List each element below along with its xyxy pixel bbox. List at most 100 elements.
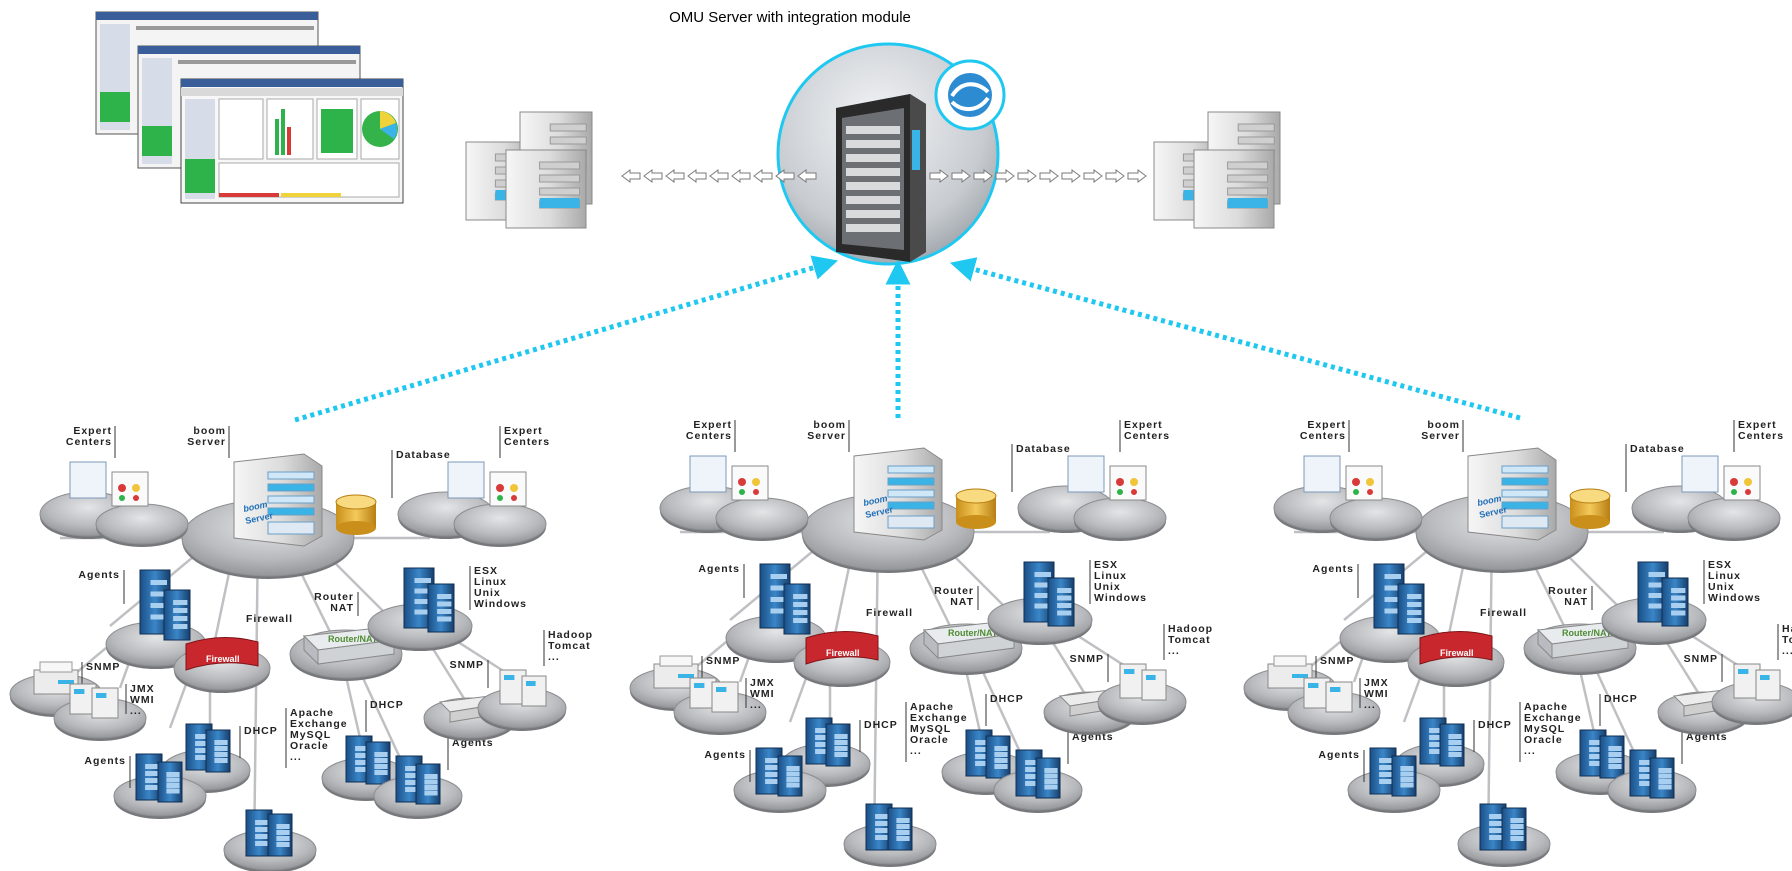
- app-server-icon: [1479, 803, 1527, 851]
- database-label: Database: [396, 449, 451, 461]
- router-nat-label: NAT: [1564, 596, 1588, 608]
- app-server-icon: [245, 809, 293, 857]
- monitoring-console-screenshots: [95, 11, 404, 204]
- hadoop-tomcat-label: ...: [1782, 645, 1792, 657]
- jmx-wmi-label: WMI: [1364, 688, 1389, 700]
- agents-label: Agents: [698, 563, 740, 575]
- expert-centers-label: Expert: [1124, 419, 1163, 431]
- jmx-server-icon: [69, 683, 119, 719]
- agents-label: Agents: [78, 569, 120, 581]
- expert-disc: [715, 497, 809, 539]
- dhcp-server-icon: [805, 717, 851, 767]
- expert-center-icon: [1067, 455, 1147, 501]
- jmx-wmi-label: ...: [130, 705, 142, 717]
- link-arrow: [1039, 169, 1059, 183]
- hadoop-server-icon: [499, 669, 547, 707]
- os-server-icon: [403, 567, 455, 633]
- dhcp-server-icon: [1579, 729, 1625, 779]
- database-icon: [955, 488, 997, 529]
- hadoop-server-icon: [1733, 663, 1781, 701]
- os-label: Windows: [1708, 592, 1761, 604]
- os-label: ESX: [474, 565, 498, 577]
- firewall-sign: Firewall: [206, 654, 240, 664]
- router-sign: Router/NAT: [328, 634, 378, 644]
- agents-server-icon: [1015, 749, 1061, 799]
- jmx-wmi-label: ...: [750, 699, 762, 711]
- apps-label: ...: [290, 751, 302, 763]
- expert-disc: [1073, 497, 1167, 539]
- apps-label: MySQL: [910, 723, 951, 735]
- hadoop-tomcat-label: Tomcat: [1168, 634, 1211, 646]
- expert-centers-label: Expert: [504, 425, 543, 437]
- link-arrow: [1061, 169, 1081, 183]
- dhcp-label: DHCP: [1478, 719, 1512, 731]
- expert-center-icon: [1681, 455, 1761, 501]
- link-arrow: [621, 169, 641, 183]
- link-arrow: [1127, 169, 1147, 183]
- expert-centers-label: Expert: [1738, 419, 1777, 431]
- expert-disc: [1329, 497, 1423, 539]
- boom-server-label: boom: [193, 425, 226, 437]
- router-nat-label: Router: [1548, 585, 1588, 597]
- link-arrow: [1105, 169, 1125, 183]
- snmp-label: SNMP: [706, 655, 740, 667]
- expert-centers-label: Centers: [1300, 430, 1346, 442]
- snmp-label: SNMP: [1320, 655, 1354, 667]
- agents-label: Agents: [1318, 749, 1360, 761]
- expert-centers-label: Expert: [693, 419, 732, 431]
- agents-server-icon: [1369, 747, 1417, 797]
- agents-server-icon: [1373, 563, 1425, 635]
- link-arrow: [1083, 169, 1103, 183]
- link-arrow: [687, 169, 707, 183]
- apps-label: Oracle: [290, 740, 329, 752]
- router-nat-label: Router: [934, 585, 974, 597]
- os-label: Windows: [1094, 592, 1147, 604]
- hadoop-tomcat-label: Hadoop: [1168, 623, 1213, 635]
- jmx-server-icon: [1303, 677, 1353, 713]
- database-icon: [335, 494, 377, 535]
- firewall-label: Firewall: [866, 607, 913, 619]
- agents-label: Agents: [84, 755, 126, 767]
- central-omu-server: [776, 42, 1006, 266]
- os-server-icon: [1023, 561, 1075, 627]
- agents-server-icon: [135, 753, 183, 803]
- apps-label: Exchange: [290, 718, 348, 730]
- expert-center-icon: [447, 461, 527, 507]
- router-nat-label: Router: [314, 591, 354, 603]
- expert-centers-label: Expert: [1307, 419, 1346, 431]
- database-label: Database: [1630, 443, 1685, 455]
- link-arrow: [643, 169, 663, 183]
- os-label: Linux: [1094, 570, 1127, 582]
- apps-label: Oracle: [1524, 734, 1563, 746]
- link-arrow: [1017, 169, 1037, 183]
- firewall-icon: Firewall: [1419, 630, 1493, 665]
- boom-server-logo: boom: [1476, 493, 1502, 508]
- expert-disc: [95, 503, 189, 545]
- firewall-label: Firewall: [1480, 607, 1527, 619]
- monitoring-cluster: boomServerboomServerDatabaseExpertCenter…: [1243, 419, 1792, 867]
- dhcp-label: DHCP: [370, 699, 404, 711]
- link-arrow: [753, 169, 773, 183]
- uplink-right: [949, 257, 1521, 421]
- apps-label: Oracle: [910, 734, 949, 746]
- os-label: Unix: [1094, 581, 1121, 593]
- link-arrow: [995, 169, 1015, 183]
- os-label: Windows: [474, 598, 527, 610]
- peer-server-left: [465, 111, 593, 229]
- link-arrow: [709, 169, 729, 183]
- boom-server-logo: boom: [242, 499, 268, 514]
- hadoop-tomcat-label: ...: [1168, 645, 1180, 657]
- dhcp-label: DHCP: [244, 725, 278, 737]
- diagram-title: OMU Server with integration module: [669, 9, 911, 26]
- monitoring-cluster: boomServerboomServerDatabaseExpertCenter…: [629, 419, 1213, 867]
- dhcp-server-icon: [1419, 717, 1465, 767]
- expert-center-icon: [69, 461, 149, 507]
- dhcp-label: DHCP: [1604, 693, 1638, 705]
- os-label: Unix: [1708, 581, 1735, 593]
- apps-label: ...: [910, 745, 922, 757]
- agents-label: Agents: [704, 749, 746, 761]
